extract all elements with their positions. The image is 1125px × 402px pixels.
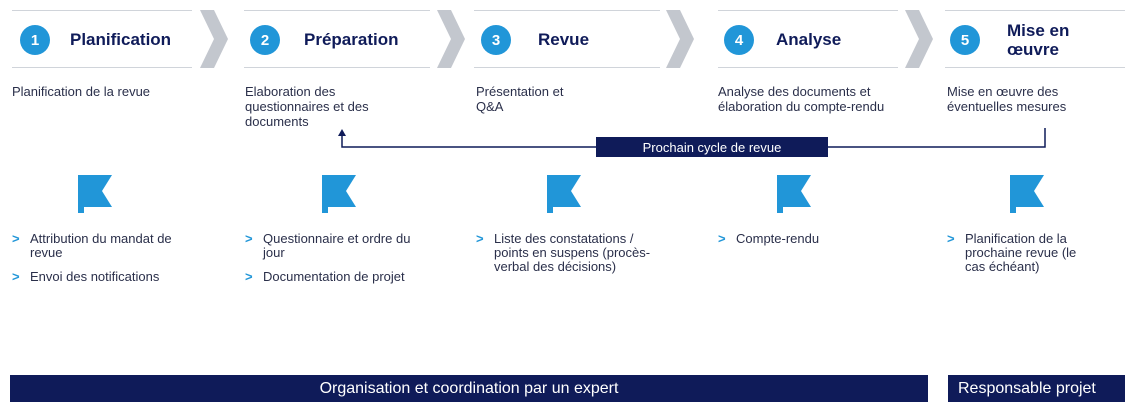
chevron-arrow-icon	[905, 10, 933, 68]
step-3-header: 3 Revue	[474, 10, 660, 68]
next-cycle-label: Prochain cycle de revue	[596, 137, 828, 157]
chevron-arrow-icon	[200, 10, 228, 68]
chevron-right-icon: >	[718, 231, 726, 246]
step-1-number: 1	[20, 25, 50, 55]
list-item: >Liste des constatations / points en sus…	[476, 231, 651, 274]
project-lead-bar: Responsable projet	[948, 375, 1125, 402]
chevron-right-icon: >	[245, 269, 253, 284]
list-item: >Compte-rendu	[718, 231, 820, 246]
step-3-title: Revue	[538, 30, 590, 49]
step-2-header: 2 Préparation	[244, 10, 430, 68]
chevron-arrow-icon	[666, 10, 694, 68]
step-5-description: Mise en œuvre des éventuelles mesures	[947, 84, 1067, 114]
list-item: >Attribution du mandat de revue	[12, 231, 172, 260]
list-item: >Documentation de projet	[245, 269, 405, 284]
step-1-bullets: >Attribution du mandat de revue >Envoi d…	[12, 232, 192, 294]
step-4-number: 4	[724, 25, 754, 55]
step-4-bullets: >Compte-rendu	[718, 232, 898, 256]
expert-coordination-label: Organisation et coordination par un expe…	[319, 379, 619, 397]
step-1-description: Planification de la revue	[12, 84, 151, 99]
list-item: >Envoi des notifications	[12, 269, 160, 284]
step-4-title: Analyse	[776, 30, 842, 49]
step-3-description: Présentation et Q&A	[476, 84, 564, 114]
flag-icon	[547, 175, 581, 213]
step-2-bullets: >Questionnaire et ordre du jour >Documen…	[245, 232, 420, 294]
step-5-title: Mise en œuvre	[1007, 21, 1070, 59]
chevron-right-icon: >	[947, 231, 955, 246]
flag-icon	[322, 175, 356, 213]
step-4-header: 4 Analyse	[718, 10, 898, 68]
step-1-header: 1 Planification	[12, 10, 192, 68]
step-2-number: 2	[250, 25, 280, 55]
step-3-bullets: >Liste des constatations / points en sus…	[476, 232, 661, 284]
list-item: >Planification de la prochaine revue (le…	[947, 231, 1077, 274]
step-5-bullets: >Planification de la prochaine revue (le…	[947, 232, 1092, 284]
step-2-description: Elaboration des questionnaires et des do…	[245, 84, 369, 129]
flag-icon	[1010, 175, 1044, 213]
expert-coordination-bar: Organisation et coordination par un expe…	[10, 375, 928, 402]
list-item: >Questionnaire et ordre du jour	[245, 231, 411, 260]
step-4-description: Analyse des documents et élaboration du …	[718, 84, 885, 114]
project-lead-label: Responsable projet	[958, 379, 1096, 397]
chevron-right-icon: >	[12, 269, 20, 284]
step-1-title: Planification	[70, 30, 172, 49]
step-5-number: 5	[950, 25, 980, 55]
chevron-arrow-icon	[437, 10, 465, 68]
step-3-number: 3	[481, 25, 511, 55]
step-2-title: Préparation	[304, 30, 399, 49]
chevron-right-icon: >	[476, 231, 484, 246]
flag-icon	[777, 175, 811, 213]
chevron-right-icon: >	[245, 231, 253, 246]
chevron-right-icon: >	[12, 231, 20, 246]
step-5-header: 5 Mise en œuvre	[945, 10, 1125, 68]
flag-icon	[78, 175, 112, 213]
